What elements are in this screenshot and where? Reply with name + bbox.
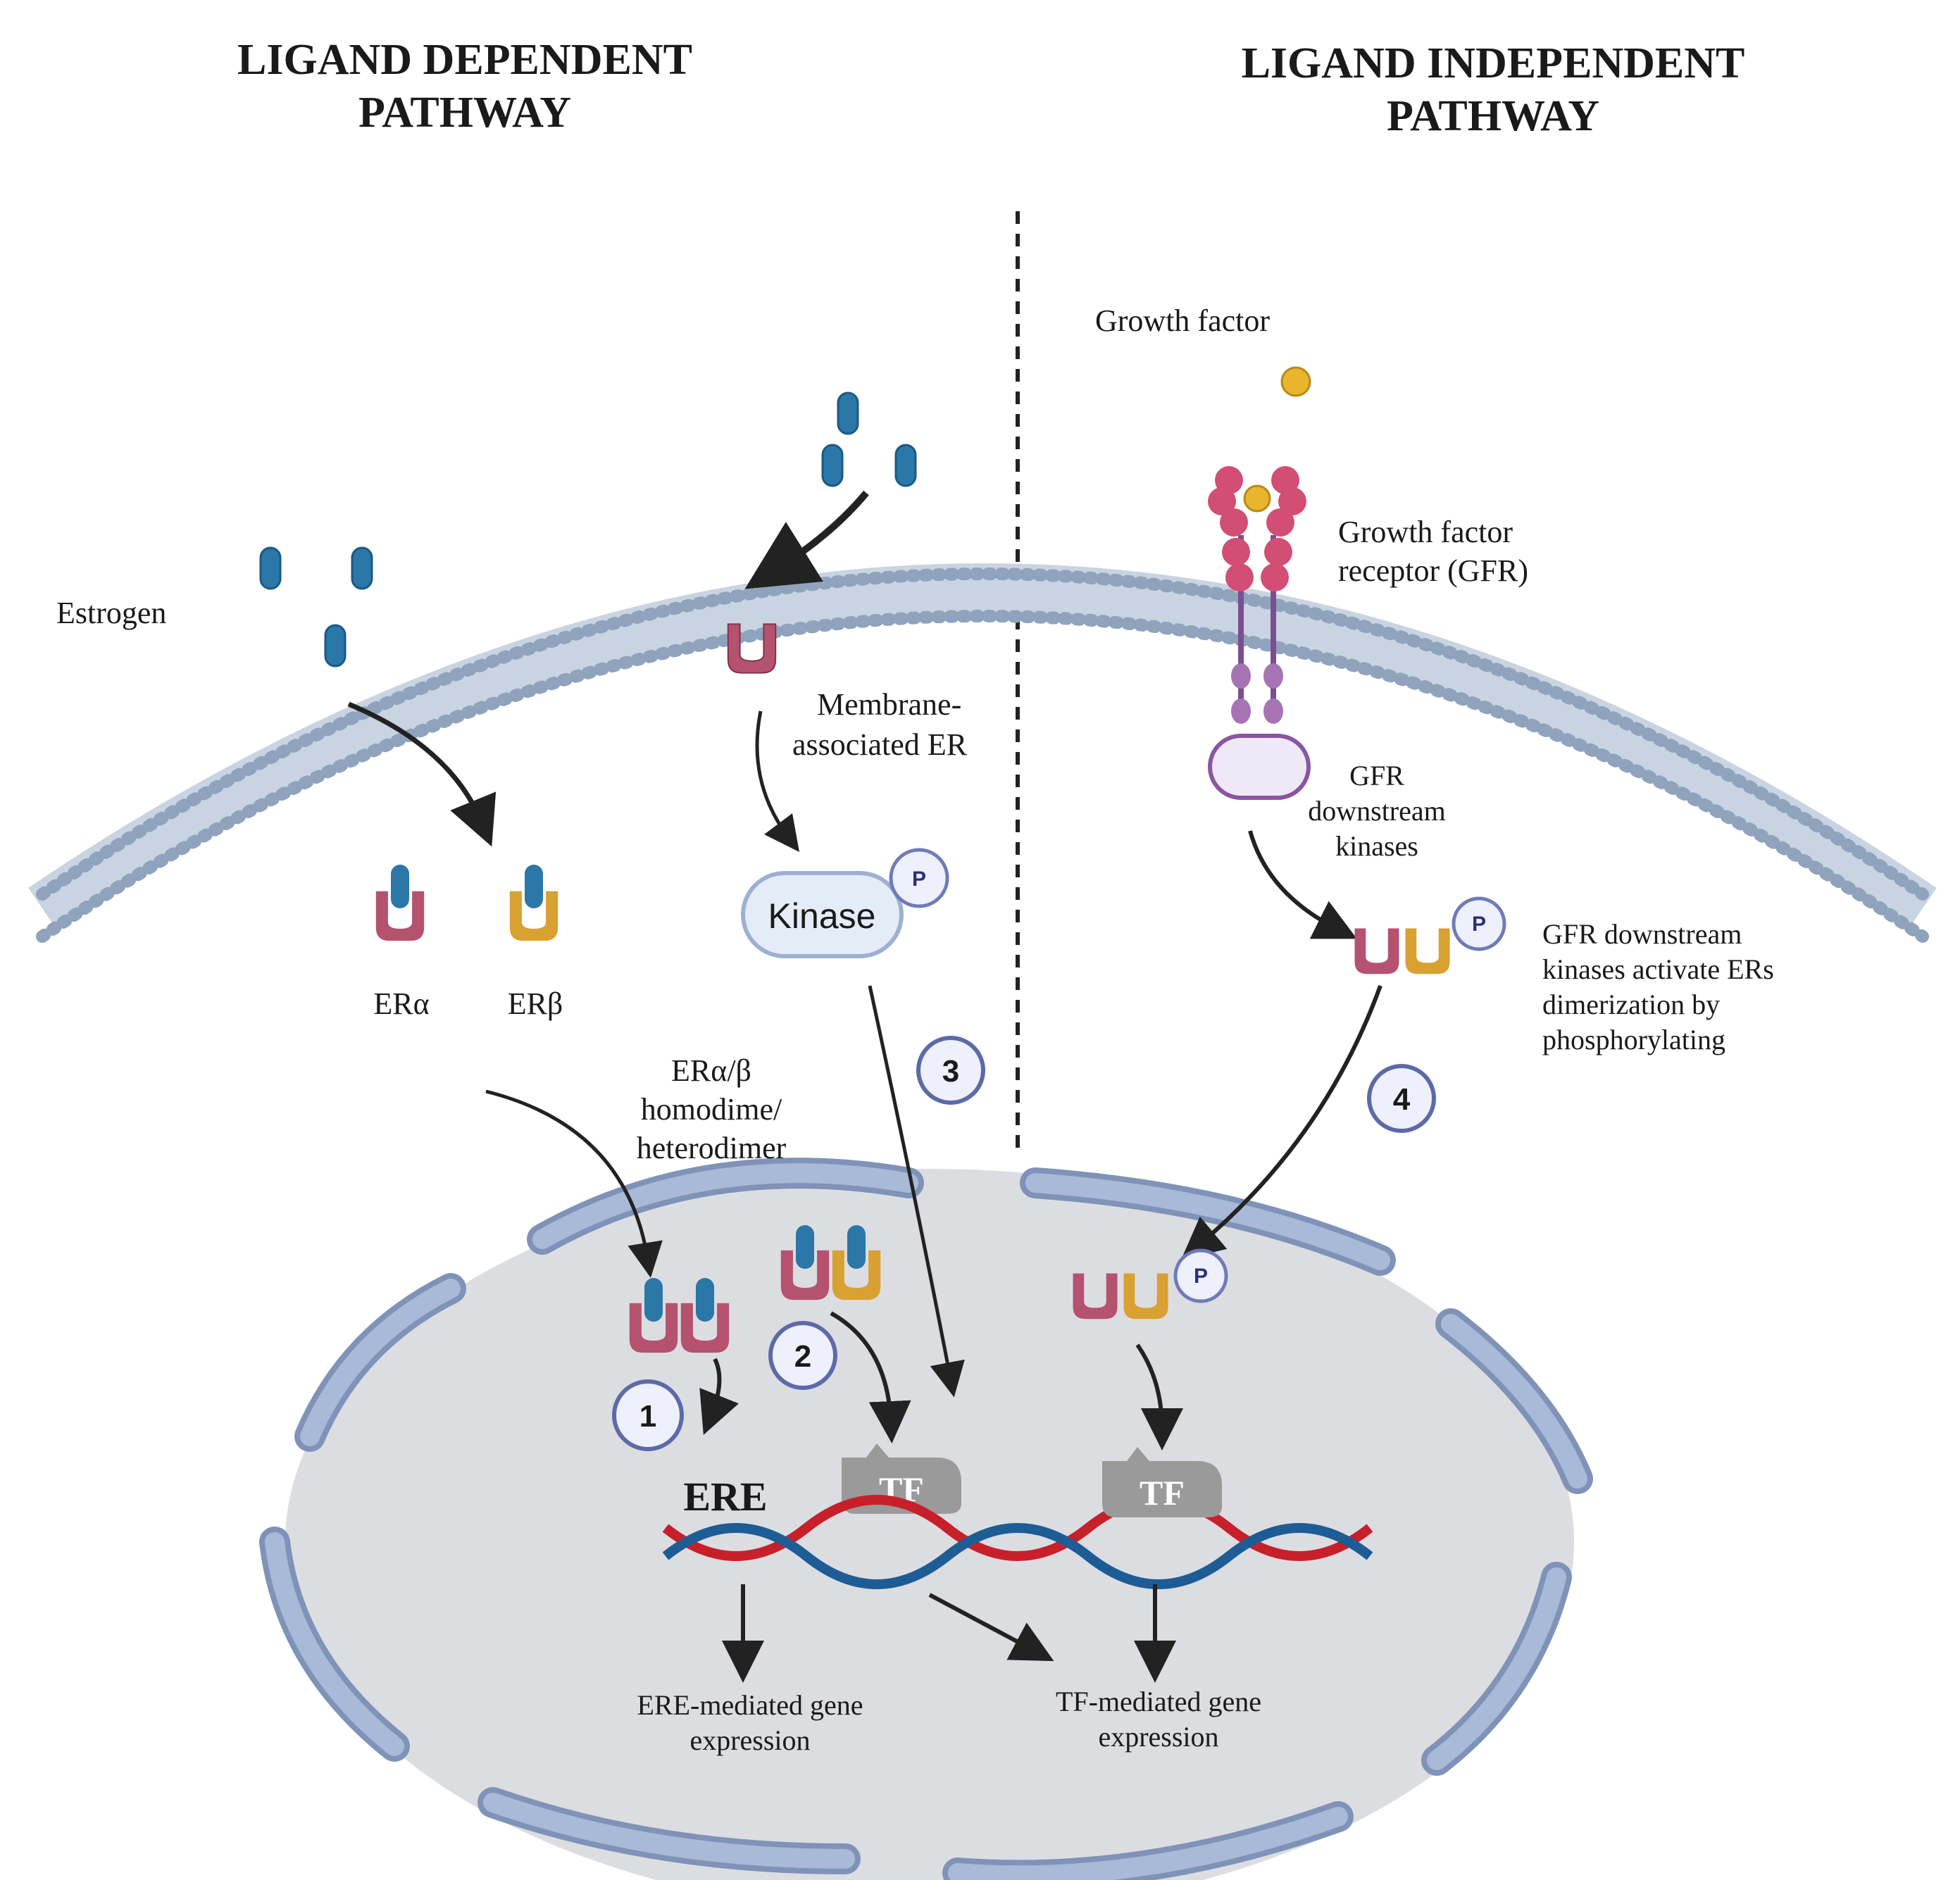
title-ligand-dependent: LIGAND DEPENDENT PATHWAY [237, 36, 692, 137]
svg-text:LIGAND DEPENDENT: LIGAND DEPENDENT [237, 36, 692, 84]
step-3-badge: 3 [916, 1036, 985, 1105]
svg-text:4: 4 [1393, 1082, 1411, 1117]
svg-text:Membrane-: Membrane- [817, 687, 961, 722]
growth-factor-label: Growth factor [1095, 303, 1270, 338]
membrane-er-label: Membrane- associated ER [792, 687, 968, 762]
svg-text:P: P [912, 867, 926, 891]
kinase: Kinase P [741, 848, 949, 958]
nucleus [259, 1158, 1593, 1880]
svg-text:ERα/β: ERα/β [671, 1053, 751, 1088]
arrow-to-tf-expression-left [928, 1593, 1054, 1662]
step-1-badge: 1 [612, 1379, 684, 1451]
svg-text:PATHWAY: PATHWAY [1387, 92, 1599, 140]
svg-text:GFR downstream: GFR downstream [1542, 918, 1742, 950]
er-beta-label: ERβ [508, 986, 563, 1021]
svg-text:expression: expression [1098, 1721, 1218, 1753]
svg-text:PATHWAY: PATHWAY [358, 89, 571, 137]
er-dimer-phosphorylated: P [1354, 896, 1506, 975]
arrow-kinase-to-tf [868, 985, 965, 1398]
arrow-estrogen-to-membrane-er [744, 490, 869, 589]
svg-text:ERE-mediated gene: ERE-mediated gene [637, 1689, 863, 1721]
svg-text:expression: expression [689, 1724, 810, 1756]
svg-text:2: 2 [794, 1339, 811, 1374]
gfr-activate-label: GFR downstream kinases activate ERs dime… [1542, 918, 1774, 1055]
estrogen-label: Estrogen [56, 596, 166, 630]
arrow-membrane-er-to-kinase [755, 710, 799, 853]
svg-text:kinases activate ERs: kinases activate ERs [1542, 953, 1774, 985]
arrow-nuclear-dimer-to-tf [1135, 1343, 1183, 1450]
arrow-step1-to-ere [699, 1358, 739, 1435]
er-alpha-label: ERα [373, 986, 429, 1021]
er-beta [509, 865, 558, 941]
gfr-kinases-label: GFR downstream kinases [1308, 760, 1446, 862]
svg-text:3: 3 [942, 1054, 959, 1089]
gfr-label: Growth factor receptor (GFR) [1338, 515, 1528, 588]
estrogen-molecules-top [821, 391, 917, 487]
svg-text:downstream: downstream [1308, 795, 1446, 827]
ere-label: ERE [683, 1474, 767, 1519]
step-4-badge: 4 [1367, 1064, 1436, 1133]
er-dimer-phosphorylated-nuclear: P [1073, 1248, 1228, 1320]
arrow-gfr-to-er-dimer [1248, 830, 1357, 939]
svg-text:dimerization by: dimerization by [1542, 989, 1720, 1020]
svg-text:1: 1 [639, 1399, 656, 1434]
arrow-estrogen-into-cell [347, 701, 497, 847]
growth-factor-molecule [1280, 366, 1311, 397]
arrow-step2-to-tf [830, 1311, 911, 1443]
title-ligand-independent: LIGAND INDEPENDENT PATHWAY [1242, 39, 1745, 140]
svg-text:receptor (GFR): receptor (GFR) [1338, 553, 1528, 588]
arrow-dimer-into-nucleus [485, 1089, 663, 1278]
dna-helix [662, 1495, 1373, 1589]
svg-text:TF-mediated gene: TF-mediated gene [1056, 1686, 1261, 1717]
cell-membrane [28, 563, 1937, 943]
ere-expression-label: ERE-mediated gene expression [637, 1689, 863, 1756]
svg-text:GFR: GFR [1349, 760, 1404, 791]
svg-text:P: P [1472, 913, 1486, 936]
er-heterodimer-nuclear [780, 1225, 881, 1301]
dimer-label: ERα/β homodime/ heterodimer [637, 1053, 787, 1165]
tf-right: TF [1102, 1447, 1222, 1517]
tf-expression-label: TF-mediated gene expression [1056, 1686, 1261, 1753]
svg-text:phosphorylating: phosphorylating [1542, 1024, 1725, 1055]
arrow-er-dimer-into-nucleus [1180, 984, 1382, 1260]
estrogen-molecules [259, 546, 373, 668]
svg-text:kinases: kinases [1335, 830, 1418, 862]
svg-text:Kinase: Kinase [768, 896, 876, 936]
step-2-badge: 2 [768, 1321, 837, 1390]
er-homodimer-nuclear [629, 1278, 730, 1353]
svg-text:homodime/: homodime/ [641, 1092, 782, 1127]
svg-text:TF: TF [1140, 1473, 1185, 1512]
svg-text:heterodimer: heterodimer [637, 1131, 787, 1165]
svg-text:LIGAND INDEPENDENT: LIGAND INDEPENDENT [1242, 39, 1745, 87]
svg-text:Growth factor: Growth factor [1338, 515, 1513, 549]
er-alpha [375, 865, 425, 941]
svg-text:P: P [1194, 1265, 1208, 1288]
growth-factor-receptor [1208, 466, 1311, 800]
svg-text:associated ER: associated ER [792, 727, 968, 762]
